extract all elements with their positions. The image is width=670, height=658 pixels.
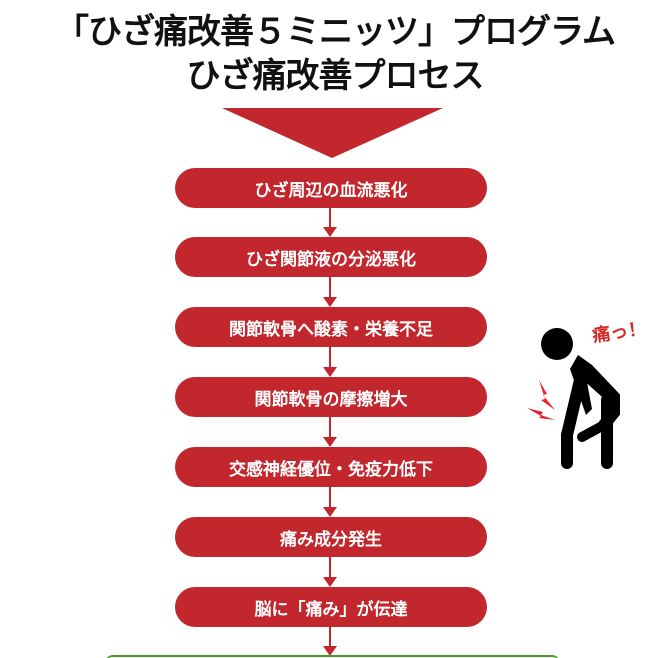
arrow-icon [323,277,337,307]
step-6: 痛み成分発生 [175,517,487,557]
step-7: 脳に「痛み」が伝達 [175,587,487,627]
step-2: ひざ関節液の分泌悪化 [175,237,487,277]
ouch-caption: 痛っ！ [591,318,648,347]
step-5: 交感神経優位・免疫力低下 [175,447,487,487]
arrow-icon [323,557,337,587]
arrow-icon [323,487,337,517]
next-section-box [105,655,560,658]
arrow-icon [323,208,337,237]
program-title: 「ひざ痛改善５ミニッツ」プログラム [55,12,616,52]
arrow-icon [323,627,337,657]
step-4: 関節軟骨の摩擦増大 [175,377,487,417]
big-down-arrow-icon [222,108,443,158]
process-title: ひざ痛改善プロセス [186,56,485,96]
step-1: ひざ周辺の血流悪化 [175,168,487,208]
arrow-icon [323,347,337,377]
pain-spark-icon [527,380,555,420]
knee-pain-person-icon [541,328,620,469]
arrow-icon [323,417,337,447]
step-3: 関節軟骨へ酸素・栄養不足 [175,307,487,347]
